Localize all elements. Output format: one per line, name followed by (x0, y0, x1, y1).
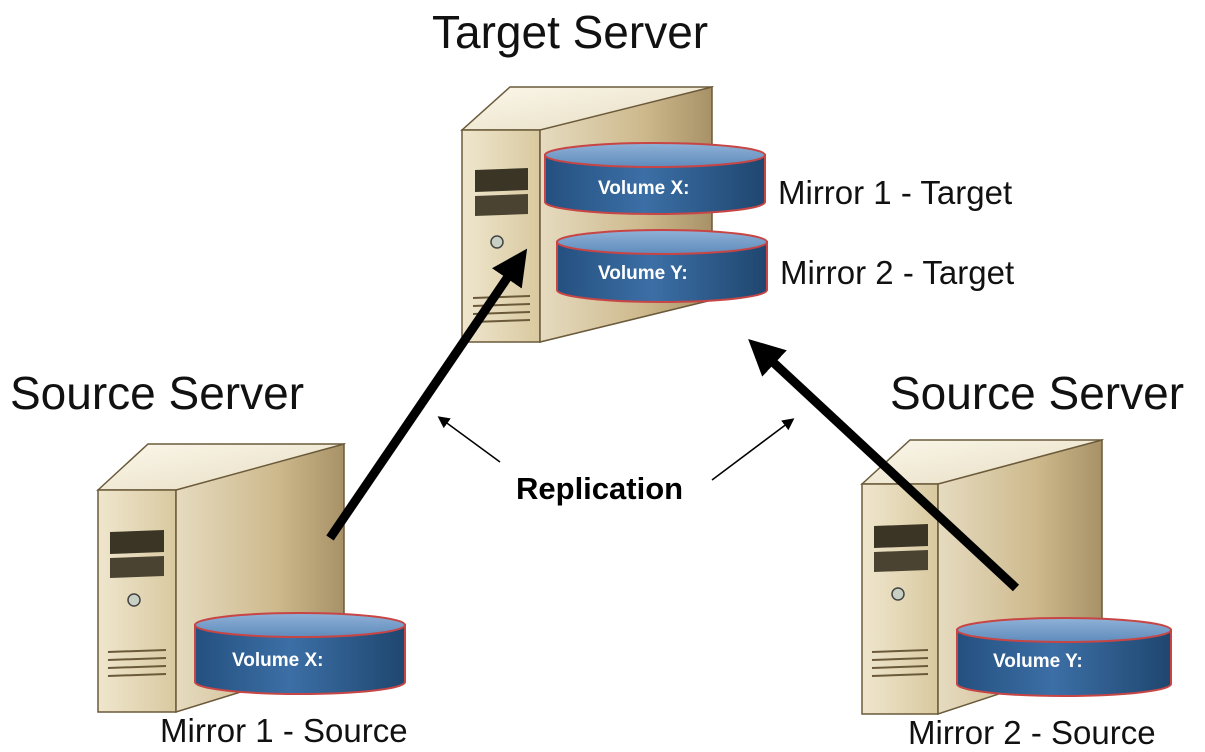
replication-pointer-left (437, 416, 501, 463)
source-left-volume-x: Volume X: (194, 612, 406, 695)
target-mirror-2-caption: Mirror 2 - Target (780, 254, 1014, 291)
replication-arrow-left (326, 248, 528, 541)
source-left-volume-x-label: Volume X: (232, 650, 324, 671)
replication-label: Replication (516, 471, 683, 506)
target-mirror-1-caption: Mirror 1 - Target (778, 174, 1012, 211)
target-volume-y-label: Volume Y: (598, 263, 688, 284)
source-server-left-title: Source Server (10, 367, 304, 419)
source-right-volume-y: Volume Y: (956, 617, 1172, 697)
source-right-caption: Mirror 2 - Source (908, 714, 1156, 751)
target-server-title: Target Server (432, 6, 708, 58)
replication-arrow-right (748, 338, 1020, 592)
target-volume-x-label: Volume X: (598, 178, 690, 199)
target-volume-y: Volume Y: (556, 229, 768, 303)
source-server-right-title: Source Server (890, 367, 1184, 419)
replication-pointer-right (711, 418, 795, 481)
source-right-volume-y-label: Volume Y: (993, 651, 1083, 672)
source-left-caption: Mirror 1 - Source (160, 712, 408, 749)
target-volume-x: Volume X: (544, 142, 766, 215)
